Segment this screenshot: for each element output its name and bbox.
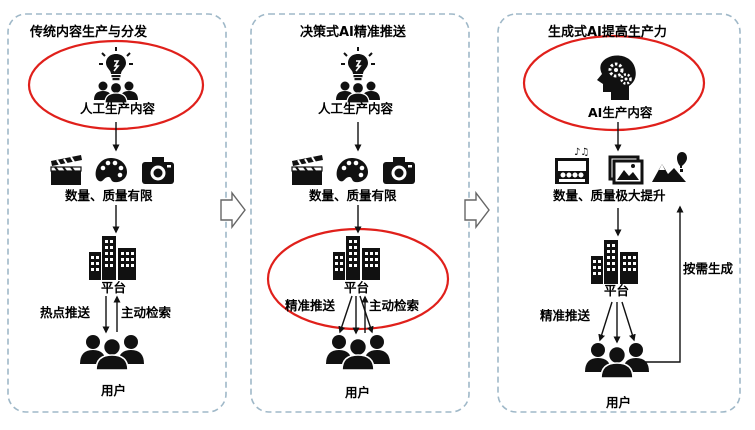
camera-icon	[383, 157, 415, 184]
user-label: 用户	[345, 385, 371, 400]
right-flow-label: 主动检索	[369, 298, 420, 313]
film-clapper-icon	[50, 154, 83, 186]
panel-transition-arrow-2	[464, 190, 490, 230]
panel-frame-generative-ai	[497, 13, 741, 413]
people-icon	[584, 342, 650, 379]
concert-image-icon	[555, 147, 590, 184]
buildings-icon	[89, 236, 136, 280]
user-label: 用户	[606, 395, 632, 410]
platform-label: 平台	[344, 280, 370, 295]
on-demand-arrow	[640, 205, 684, 363]
people-icon	[335, 80, 381, 104]
left-flow-label: 精准推送	[285, 298, 336, 313]
panel-transition-arrow-1	[220, 190, 246, 230]
lightbulb-icon	[340, 46, 376, 82]
people-icon	[325, 334, 391, 371]
camera-icon	[142, 157, 174, 184]
lightbulb-icon	[98, 46, 134, 82]
creator-label: 人工生产内容	[80, 101, 156, 116]
ai-brain-icon	[595, 53, 638, 102]
panel-title: 决策式AI精准推送	[300, 25, 406, 40]
content-label: 数量、质量极大提升	[553, 188, 666, 203]
flow-arrow	[621, 301, 636, 342]
left-flow-label: 精准推送	[540, 308, 591, 323]
panel-title: 生成式AI提高生产力	[548, 25, 667, 40]
flow-arrow	[598, 301, 613, 342]
film-clapper-icon	[291, 154, 324, 186]
buildings-icon	[591, 240, 638, 284]
people-icon	[79, 334, 145, 371]
people-icon	[93, 80, 139, 104]
picture-icon	[608, 155, 644, 185]
panel-title: 传统内容生产与分发	[30, 25, 148, 40]
creator-label: 人工生产内容	[318, 101, 394, 116]
creator-label: AI生产内容	[588, 105, 653, 120]
platform-label: 平台	[101, 280, 127, 295]
buildings-icon	[333, 236, 380, 280]
user-label: 用户	[101, 383, 127, 398]
palette-icon	[336, 158, 368, 183]
left-flow-label: 热点推送	[40, 305, 91, 320]
content-label: 数量、质量有限	[309, 188, 397, 203]
right-flow-label: 主动检索	[121, 305, 172, 320]
landscape-icon	[652, 152, 687, 182]
highlight-ellipse-ai-creator	[522, 34, 706, 132]
content-label: 数量、质量有限	[65, 188, 153, 203]
palette-icon	[95, 158, 127, 183]
platform-label: 平台	[604, 283, 630, 298]
side-flow-label: 按需生成	[683, 261, 734, 276]
flow-arrow	[338, 295, 353, 334]
